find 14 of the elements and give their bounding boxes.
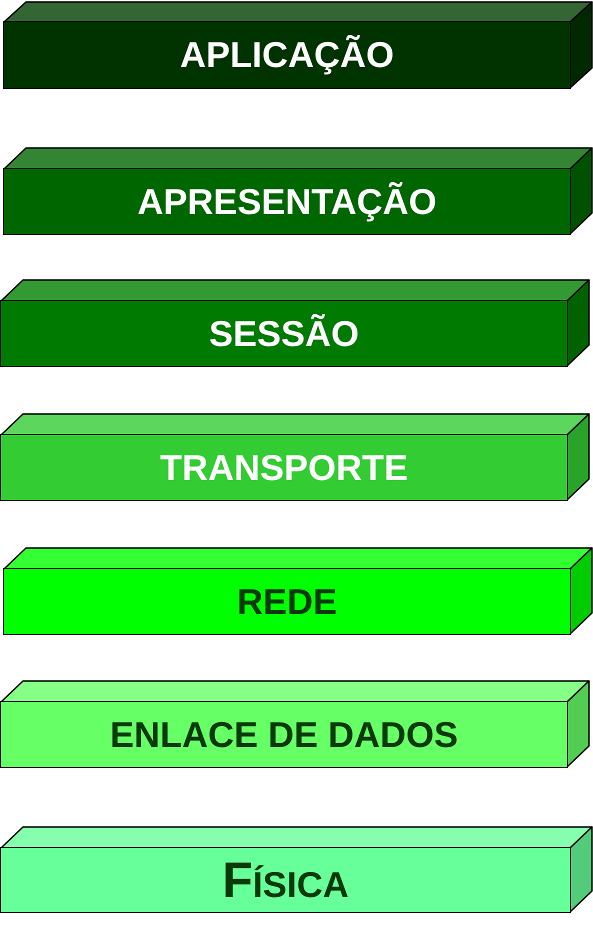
layer-name: APLICAÇÃO [180,35,394,75]
layer-name: APRESENTAÇÃO [137,182,437,222]
layer-block [3,21,571,89]
layer-block [0,701,568,768]
layer-block [3,568,571,635]
layer-name: SESSÃO [208,314,360,354]
layer-name: TRANSPORTE [160,448,408,488]
layer-name: FÍSICA [222,852,349,908]
layer-block [0,300,568,367]
layer-name: ENLACE DE DADOS [110,714,458,754]
layer-block [0,434,568,501]
layer-name: REDE [236,582,338,622]
layer-block [3,168,571,235]
layer-block [0,847,571,913]
